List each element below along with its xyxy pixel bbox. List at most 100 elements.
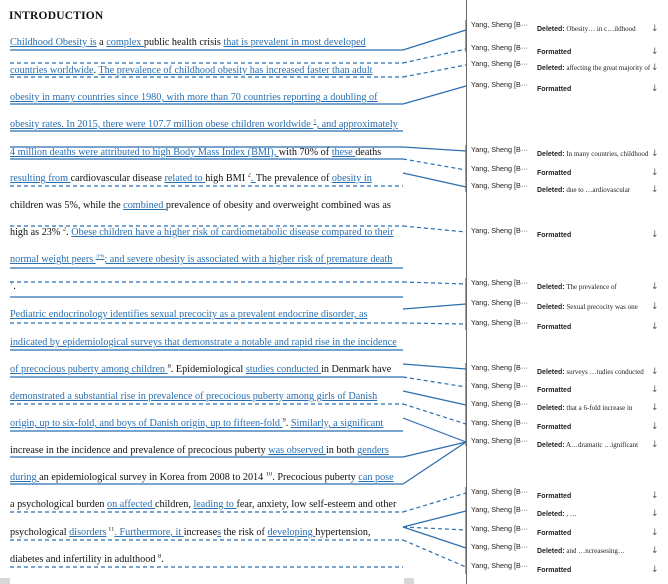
revision-author[interactable]: Yang, Sheng [B···: [471, 381, 528, 390]
expand-chevron-icon[interactable]: ↓: [651, 565, 659, 575]
revision-balloon[interactable]: Deleted: Obesity… in c…ildhood: [537, 25, 636, 33]
text-line[interactable]: of precocious puberty among children 8. …: [10, 364, 402, 376]
text-line[interactable]: psychological disorders 11. Furthermore,…: [10, 527, 402, 539]
expand-chevron-icon[interactable]: ↓: [651, 509, 659, 519]
revision-balloon[interactable]: Deleted: affecting the great majority of: [537, 64, 650, 72]
text-line[interactable]: countries worldwide. The prevalence of c…: [10, 65, 402, 77]
revision-author[interactable]: Yang, Sheng [B···: [471, 487, 528, 496]
revision-author[interactable]: Yang, Sheng [B···: [471, 59, 528, 68]
revision-author[interactable]: Yang, Sheng [B···: [471, 164, 528, 173]
revision-author[interactable]: Yang, Sheng [B···: [471, 399, 528, 408]
revision-author[interactable]: Yang, Sheng [B···: [471, 181, 528, 190]
text-line[interactable]: obesity in many countries since 1980, wi…: [10, 92, 402, 104]
text-run: prevalence of obesity and overweight com…: [165, 200, 391, 211]
revision-author[interactable]: Yang, Sheng [B···: [471, 20, 528, 29]
revision-balloon[interactable]: Deleted: that a 6-fold increase in: [537, 404, 632, 412]
revision-author[interactable]: Yang, Sheng [B···: [471, 524, 528, 533]
tracked-change-run: 3-6: [95, 254, 105, 260]
text-line[interactable]: a psychological burden on affected child…: [10, 499, 402, 511]
text-line[interactable]: 4 million deaths were attributed to high…: [10, 147, 402, 159]
scrollbar-left-stub[interactable]: [0, 578, 10, 584]
revision-author[interactable]: Yang, Sheng [B···: [471, 80, 528, 89]
revision-balloon[interactable]: Formatted: [537, 529, 571, 537]
tracked-change-run: Obesity: [55, 37, 88, 48]
revision-balloon[interactable]: Deleted: , …: [537, 510, 577, 518]
revision-author[interactable]: Yang, Sheng [B···: [471, 505, 528, 514]
text-line[interactable]: diabetes and infertility in adulthood 8.: [10, 554, 402, 566]
expand-chevron-icon[interactable]: ↓: [651, 302, 659, 312]
revision-kind: Deleted:: [537, 187, 565, 194]
tracked-change-run: these: [331, 147, 356, 158]
revision-detail: The prevalence of: [564, 283, 617, 291]
tracked-change-run: developing: [267, 527, 316, 538]
revision-author[interactable]: Yang, Sheng [B···: [471, 278, 528, 287]
expand-chevron-icon[interactable]: ↓: [651, 168, 659, 178]
expand-chevron-icon[interactable]: ↓: [651, 385, 659, 395]
revision-balloon[interactable]: Deleted: and …ncreasesing…: [537, 547, 625, 555]
text-line[interactable]: high as 23% 2. Obese children have a hig…: [10, 227, 402, 239]
tracked-change-run: was observed: [268, 445, 326, 456]
text-line[interactable]: resulting from cardiovascular disease re…: [10, 173, 402, 185]
revision-balloon[interactable]: Formatted: [537, 423, 571, 431]
expand-chevron-icon[interactable]: ↓: [651, 422, 659, 432]
tracked-change-run: obesity: [331, 173, 364, 184]
scrollbar-right-stub[interactable]: [404, 578, 414, 584]
expand-chevron-icon[interactable]: ↓: [651, 24, 659, 34]
text-line[interactable]: during an epidemiological survey in Kore…: [10, 472, 402, 484]
text-line[interactable]: normal weight peers 3-6; and severe obes…: [10, 254, 402, 266]
expand-chevron-icon[interactable]: ↓: [651, 230, 659, 240]
revision-author[interactable]: Yang, Sheng [B···: [471, 418, 528, 427]
revision-author[interactable]: Yang, Sheng [B···: [471, 542, 528, 551]
revision-author[interactable]: Yang, Sheng [B···: [471, 43, 528, 52]
tracked-change-run: in: [363, 173, 372, 184]
expand-chevron-icon[interactable]: ↓: [651, 149, 659, 159]
revision-balloon[interactable]: Formatted: [537, 492, 571, 500]
revision-author[interactable]: Yang, Sheng [B···: [471, 145, 528, 154]
revision-balloon[interactable]: Deleted: In many countries, childhood: [537, 150, 648, 158]
text-line[interactable]: 7.: [10, 281, 402, 293]
tracked-change-run: 4 million deaths were attributed to high…: [10, 147, 279, 158]
text-line[interactable]: Pediatric endocrinology identifies sexua…: [10, 309, 402, 321]
revision-balloon[interactable]: Formatted: [537, 323, 571, 331]
expand-chevron-icon[interactable]: ↓: [651, 322, 659, 332]
revision-balloon[interactable]: Formatted: [537, 566, 571, 574]
text-line[interactable]: origin, up to six-fold, and boys of Dani…: [10, 418, 402, 430]
expand-chevron-icon[interactable]: ↓: [651, 367, 659, 377]
revision-author[interactable]: Yang, Sheng [B···: [471, 318, 528, 327]
revision-balloon[interactable]: Formatted: [537, 85, 571, 93]
revision-author[interactable]: Yang, Sheng [B···: [471, 363, 528, 372]
revision-author[interactable]: Yang, Sheng [B···: [471, 226, 528, 235]
revision-author[interactable]: Yang, Sheng [B···: [471, 298, 528, 307]
revision-balloon[interactable]: Deleted: due to …ardiovascular: [537, 186, 630, 194]
tracked-change-run: normal weight peers: [10, 254, 96, 265]
expand-chevron-icon[interactable]: ↓: [651, 63, 659, 73]
revision-author[interactable]: Yang, Sheng [B···: [471, 436, 528, 445]
expand-chevron-icon[interactable]: ↓: [651, 546, 659, 556]
revision-balloon[interactable]: Formatted: [537, 386, 571, 394]
text-line[interactable]: increase in the incidence and prevalence…: [10, 445, 402, 457]
expand-chevron-icon[interactable]: ↓: [651, 185, 659, 195]
revision-balloon[interactable]: Deleted: Sexual precocity was one: [537, 303, 638, 311]
tracked-change-run: of precocious puberty among children: [10, 364, 168, 375]
text-line[interactable]: obesity rates. In 2015, there were 107.7…: [10, 119, 402, 131]
expand-chevron-icon[interactable]: ↓: [651, 440, 659, 450]
revision-balloon[interactable]: Formatted: [537, 169, 571, 177]
expand-chevron-icon[interactable]: ↓: [651, 528, 659, 538]
revision-balloon[interactable]: Deleted: A…dramatic …ignificant: [537, 441, 638, 449]
expand-chevron-icon[interactable]: ↓: [651, 491, 659, 501]
expand-chevron-icon[interactable]: ↓: [651, 282, 659, 292]
tracked-change-run: . Furthermore, it: [114, 527, 184, 538]
text-line[interactable]: children was 5%, while the combined prev…: [10, 200, 402, 212]
revision-balloon[interactable]: Formatted: [537, 231, 571, 239]
revision-balloon[interactable]: Formatted: [537, 48, 571, 56]
section-heading: INTRODUCTION: [9, 10, 104, 22]
text-line[interactable]: indicated by epidemiological surveys tha…: [10, 337, 402, 349]
text-line[interactable]: demonstrated a substantial rise in preva…: [10, 391, 402, 403]
revision-balloon[interactable]: Deleted: surveys …tudies conducted: [537, 368, 644, 376]
text-line[interactable]: Childhood Obesity is a complex public he…: [10, 37, 402, 49]
revision-balloon[interactable]: Deleted: The prevalence of: [537, 283, 617, 291]
expand-chevron-icon[interactable]: ↓: [651, 84, 659, 94]
revision-author[interactable]: Yang, Sheng [B···: [471, 561, 528, 570]
expand-chevron-icon[interactable]: ↓: [651, 47, 659, 57]
expand-chevron-icon[interactable]: ↓: [651, 403, 659, 413]
